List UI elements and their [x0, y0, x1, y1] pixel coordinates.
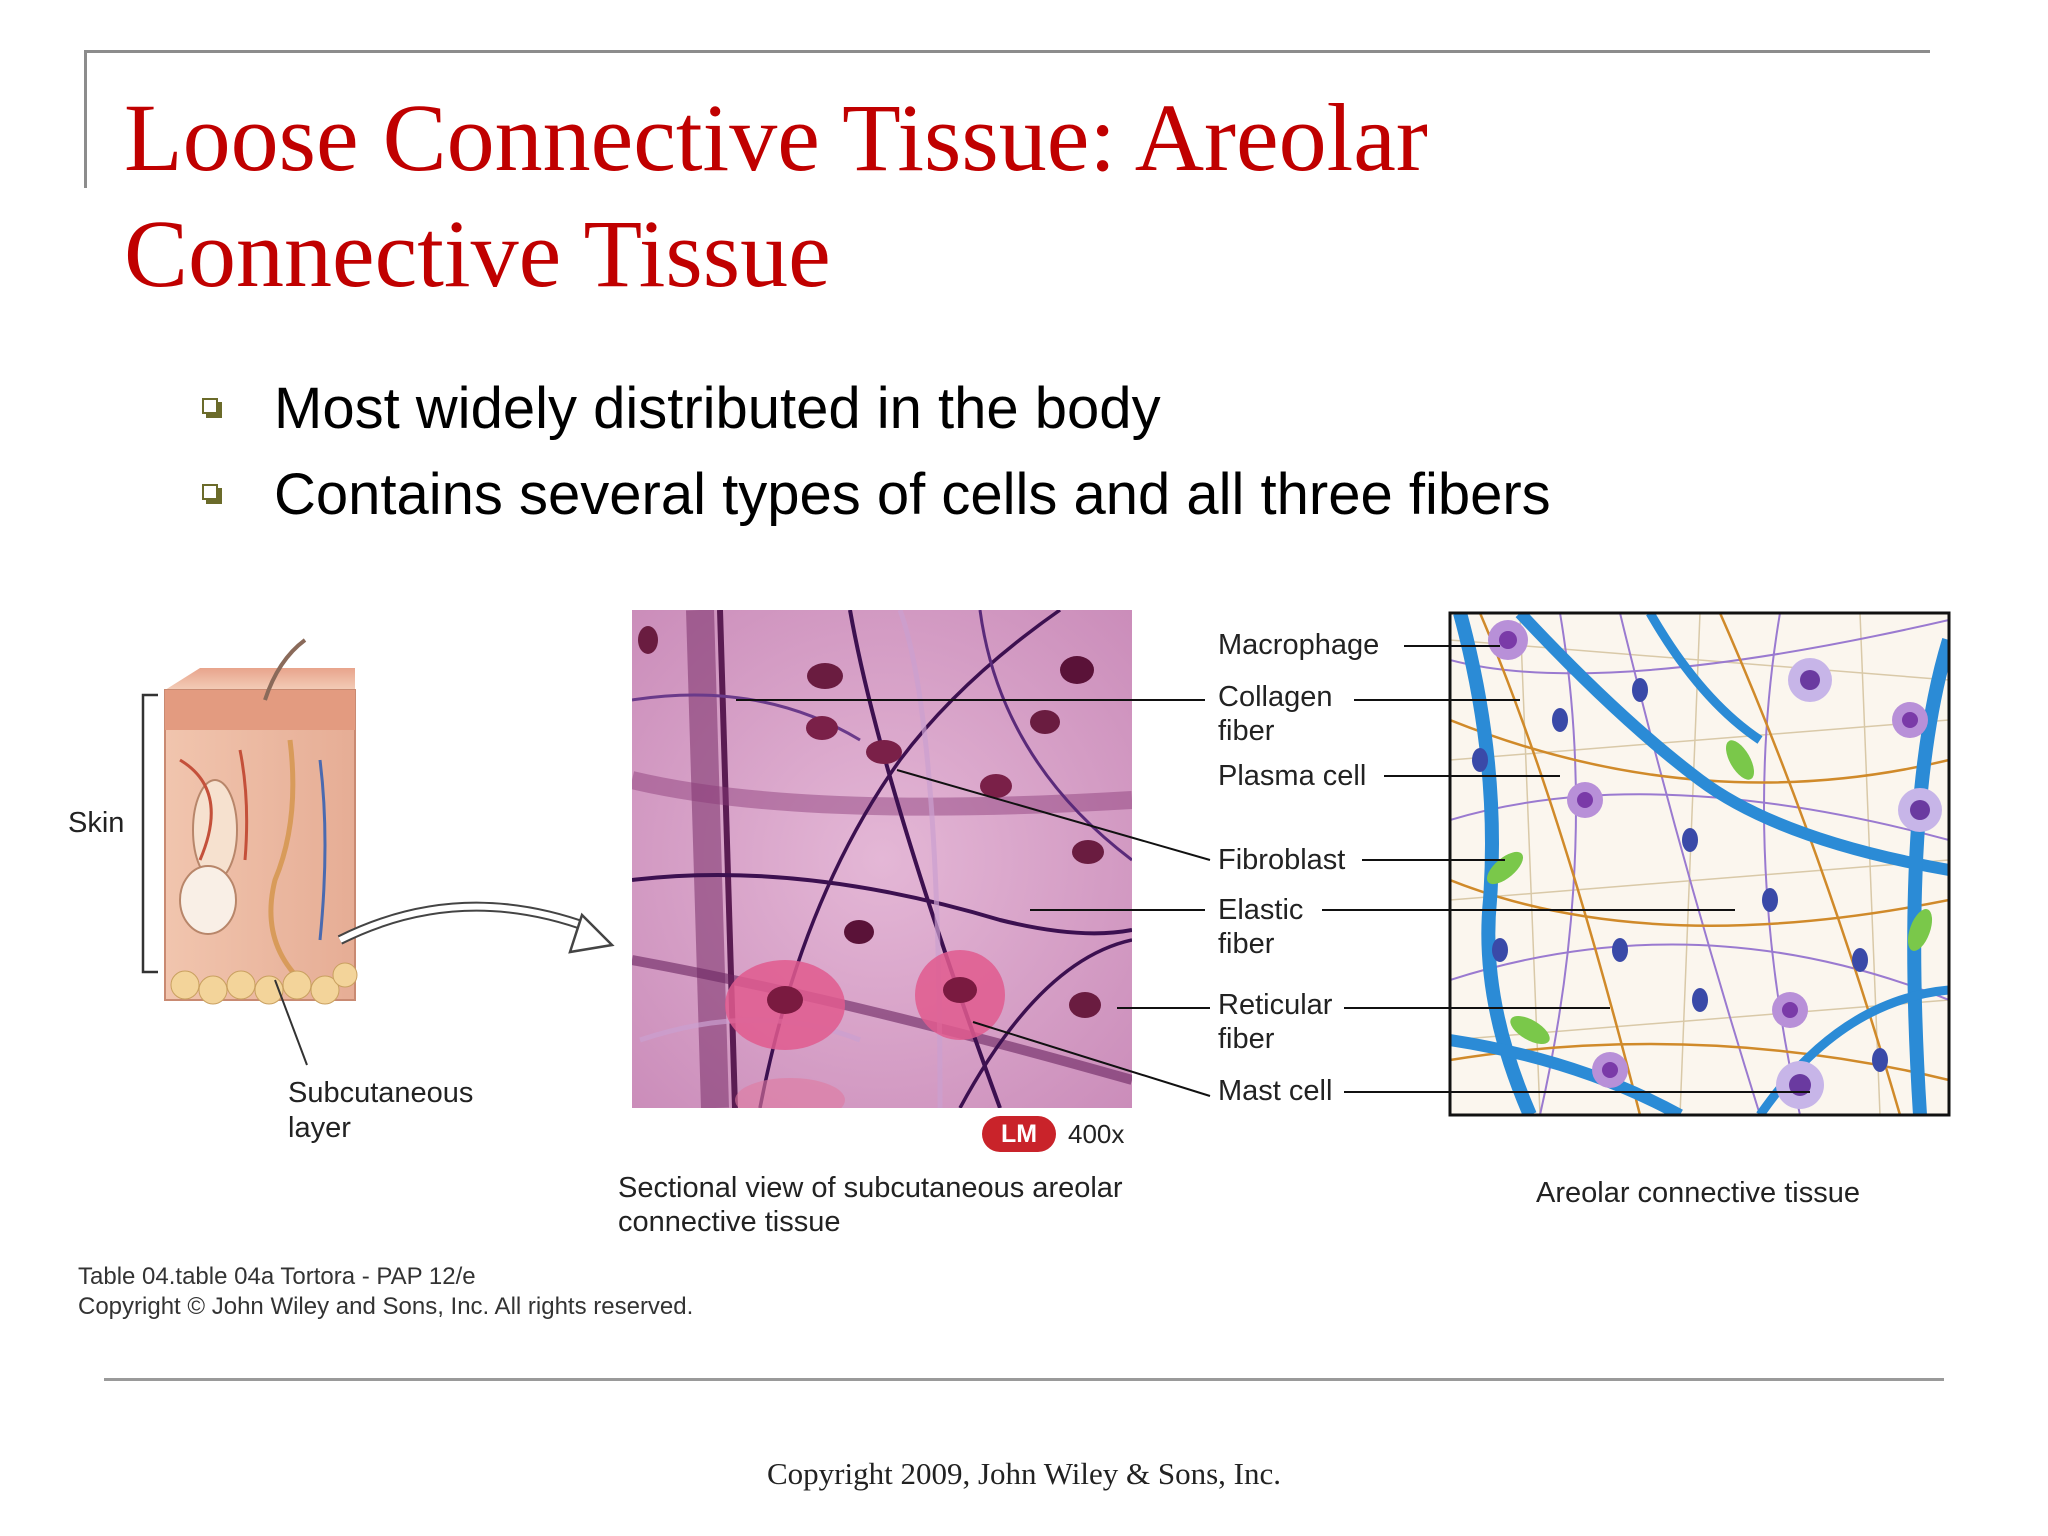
square-bullet-icon — [202, 484, 222, 504]
micrograph-caption-line1: Sectional view of subcutaneous areolar — [618, 1172, 1123, 1204]
callout-reticular-line1: Reticular — [1218, 989, 1333, 1021]
callout-mast-cell: Mast cell — [1218, 1075, 1333, 1107]
light-micrograph — [632, 610, 1132, 1108]
square-bullet-icon — [202, 398, 222, 418]
subcutaneous-leader-line — [274, 979, 308, 1066]
subcutaneous-label-line1: Subcutaneous — [288, 1077, 474, 1109]
skin-block-illustration — [164, 638, 358, 1005]
slide-footer-copyright: Copyright 2009, John Wiley & Sons, Inc. — [767, 1456, 1281, 1491]
slide-frame-top-rule — [84, 50, 1930, 53]
skin-label: Skin — [68, 807, 125, 839]
lm-badge: LM — [982, 1116, 1056, 1152]
callout-fibroblast: Fibroblast — [1218, 844, 1346, 876]
callout-macrophage: Macrophage — [1218, 629, 1380, 661]
figure-credit-line1: Table 04.table 04a Tortora - PAP 12/e — [78, 1263, 476, 1290]
slide-title: Loose Connective Tissue: Areolar Connect… — [124, 84, 1428, 307]
bullet-item: Contains several types of cells and all … — [196, 452, 1551, 538]
bullet-item: Most widely distributed in the body — [196, 366, 1551, 452]
subcutaneous-label-line2: layer — [288, 1112, 351, 1144]
bullet-text: Most widely distributed in the body — [274, 376, 1161, 441]
callout-elastic-line1: Elastic — [1218, 894, 1304, 926]
bullet-list: Most widely distributed in the body Cont… — [196, 366, 1551, 538]
curved-arrow-icon — [337, 901, 615, 954]
figure-credit-line2: Copyright © John Wiley and Sons, Inc. Al… — [78, 1293, 694, 1320]
slide-frame-left-rule — [84, 50, 87, 188]
callout-collagen-line1: Collagen — [1218, 681, 1333, 713]
magnification-label: 400x — [1068, 1119, 1125, 1149]
slide-frame-bottom-rule — [104, 1378, 1944, 1381]
callout-leader-lines — [736, 645, 1810, 1097]
callout-plasma-cell: Plasma cell — [1218, 760, 1367, 792]
callout-elastic-line2: fiber — [1218, 928, 1275, 960]
diagram-caption: Areolar connective tissue — [1536, 1177, 1860, 1209]
callout-collagen-line2: fiber — [1218, 715, 1275, 747]
callout-reticular-line2: fiber — [1218, 1023, 1275, 1055]
bullet-text: Contains several types of cells and all … — [274, 462, 1551, 527]
areolar-tissue-diagram — [1448, 611, 1951, 1117]
skin-bracket — [141, 693, 158, 974]
micrograph-caption-line2: connective tissue — [618, 1206, 841, 1238]
